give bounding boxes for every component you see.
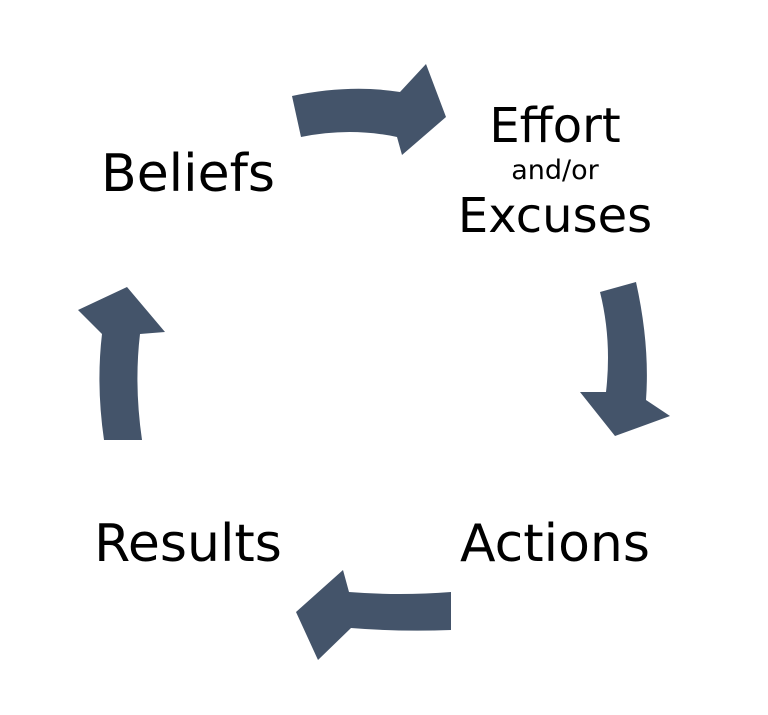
arrow-effort-to-actions [580,282,670,436]
node-results: Results [94,514,282,574]
arrow-results-to-beliefs [78,287,165,440]
node-effort-label: Effort [489,98,621,154]
node-effort-excuses: Effort and/or Excuses [448,100,662,242]
node-actions: Actions [460,514,650,574]
node-excuses-label: Excuses [457,188,653,244]
arrow-beliefs-to-effort [292,64,446,155]
node-beliefs: Beliefs [101,144,275,204]
arrow-actions-to-results [296,570,451,660]
node-andor-label: and/or [511,155,599,186]
